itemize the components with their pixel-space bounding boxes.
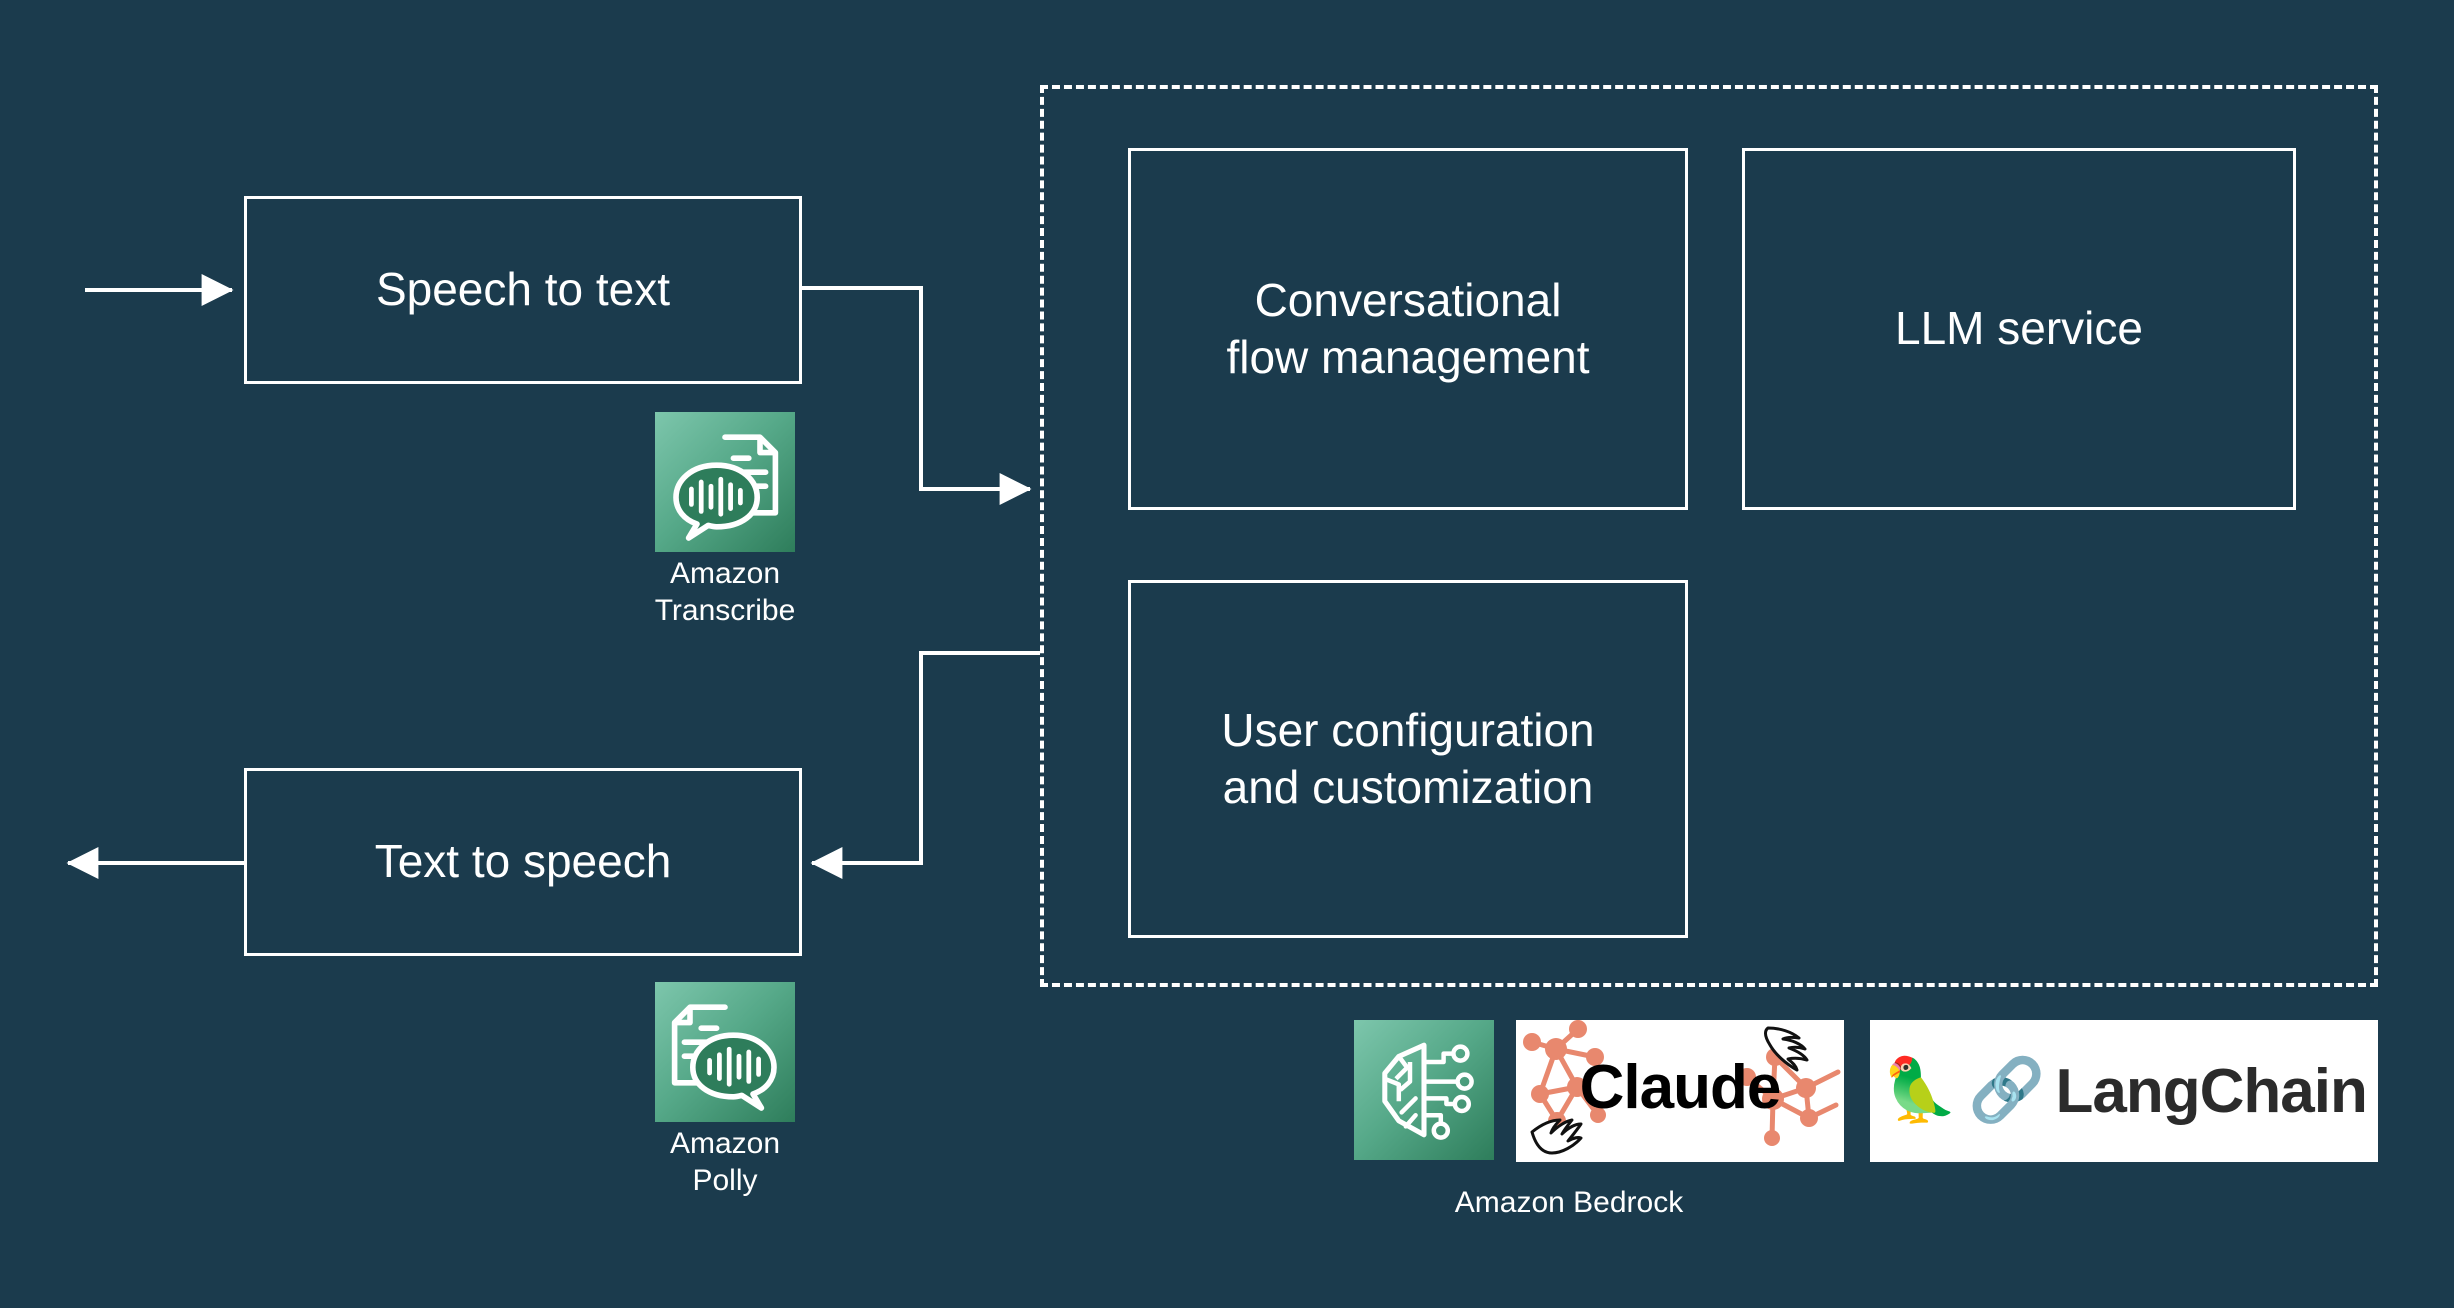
amazon-transcribe-label: Amazon Transcribe xyxy=(654,557,796,627)
langchain-wordmark: LangChain xyxy=(2055,1056,2368,1126)
bedrock-brain-circuit-icon xyxy=(1354,1020,1494,1160)
amazon-polly-icon-tile[interactable] xyxy=(655,982,795,1122)
polly-icon xyxy=(655,982,795,1122)
bedrock-scope-container xyxy=(1040,85,2378,987)
process-box-speech-to-text[interactable]: Speech to text xyxy=(244,196,802,384)
parrot-icon: 🦜 xyxy=(1881,1056,1959,1125)
claude-logo[interactable]: Claude xyxy=(1516,1020,1844,1162)
transcribe-icon xyxy=(655,412,795,552)
amazon-transcribe-icon-tile[interactable] xyxy=(655,412,795,552)
transcript-to-bedrock-arrow xyxy=(802,286,1032,505)
amazon-bedrock-icon-tile[interactable] xyxy=(1354,1020,1494,1160)
amazon-bedrock-label: Amazon Bedrock xyxy=(1454,1186,1684,1219)
chain-link-icon: 🔗 xyxy=(1968,1056,2046,1125)
amazon-polly-label: Amazon Polly xyxy=(669,1127,781,1197)
svg-text:Claude: Claude xyxy=(1580,1053,1781,1122)
langchain-logo[interactable]: 🦜 🔗 LangChain xyxy=(1870,1020,2378,1162)
process-box-text-to-speech[interactable]: Text to speech xyxy=(244,768,802,956)
process-box-llm-service[interactable]: LLM service xyxy=(1742,148,2296,510)
process-box-conversational-flow-management[interactable]: Conversational flow management xyxy=(1128,148,1688,510)
process-box-user-configuration-and-customization[interactable]: User configuration and customization xyxy=(1128,580,1688,938)
bedrock-to-tts-arrow xyxy=(810,651,1040,879)
